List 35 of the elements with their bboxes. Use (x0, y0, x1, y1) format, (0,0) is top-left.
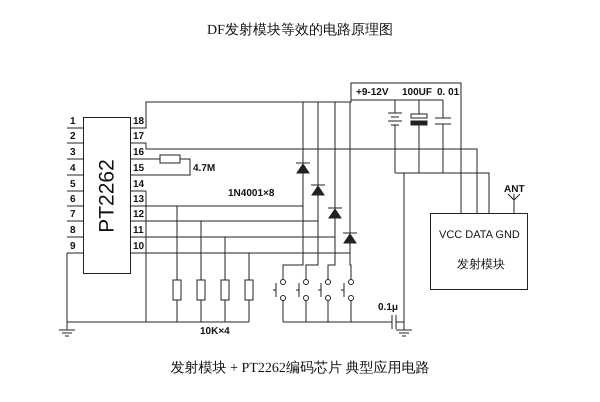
title: DF发射模块等效的电路原理图 (206, 24, 394, 38)
pin-number: 8 (70, 226, 76, 236)
capacitor-value: 0.1μ (378, 303, 398, 313)
voltage-label: +9-12V (356, 88, 389, 98)
capacitor-value: 0. 01 (437, 88, 460, 98)
pin-number: 11 (133, 226, 144, 236)
pin-number: 9 (70, 242, 76, 252)
pin-number: 13 (133, 195, 144, 205)
pin-number: 16 (133, 148, 144, 158)
pin-number: 3 (70, 148, 76, 158)
pin-number: 5 (70, 180, 76, 190)
diode-label: 1N4001×8 (228, 189, 274, 199)
resistor-value: 10K×4 (200, 327, 230, 337)
caption: 发射模块 + PT2262编码芯片 典型应用电路 (170, 362, 430, 376)
pin-number: 12 (133, 210, 144, 220)
pin-number: 17 (133, 132, 144, 142)
pin-number: 14 (133, 180, 144, 190)
chip-box (83, 117, 131, 274)
wire (130, 142, 478, 214)
antenna-label: ANT (504, 185, 525, 195)
resistor-value: 4.7M (193, 164, 216, 174)
pin-number: 4 (70, 164, 76, 174)
module-box (430, 213, 528, 290)
pin-number: 18 (133, 117, 144, 127)
pin-number: 2 (70, 132, 76, 142)
wire (130, 82, 462, 214)
module-label: 发射模块 (457, 258, 505, 270)
pin-labels: VCC DATA GND (439, 230, 520, 241)
pin-number: 10 (133, 242, 144, 252)
pin-number: 15 (133, 164, 144, 174)
capacitor-value: 100UF (402, 88, 432, 98)
part-number: PT2262 (96, 158, 118, 232)
pin-number: 1 (70, 117, 76, 127)
pin-number: 7 (70, 210, 76, 220)
pin-number: 6 (70, 195, 76, 205)
